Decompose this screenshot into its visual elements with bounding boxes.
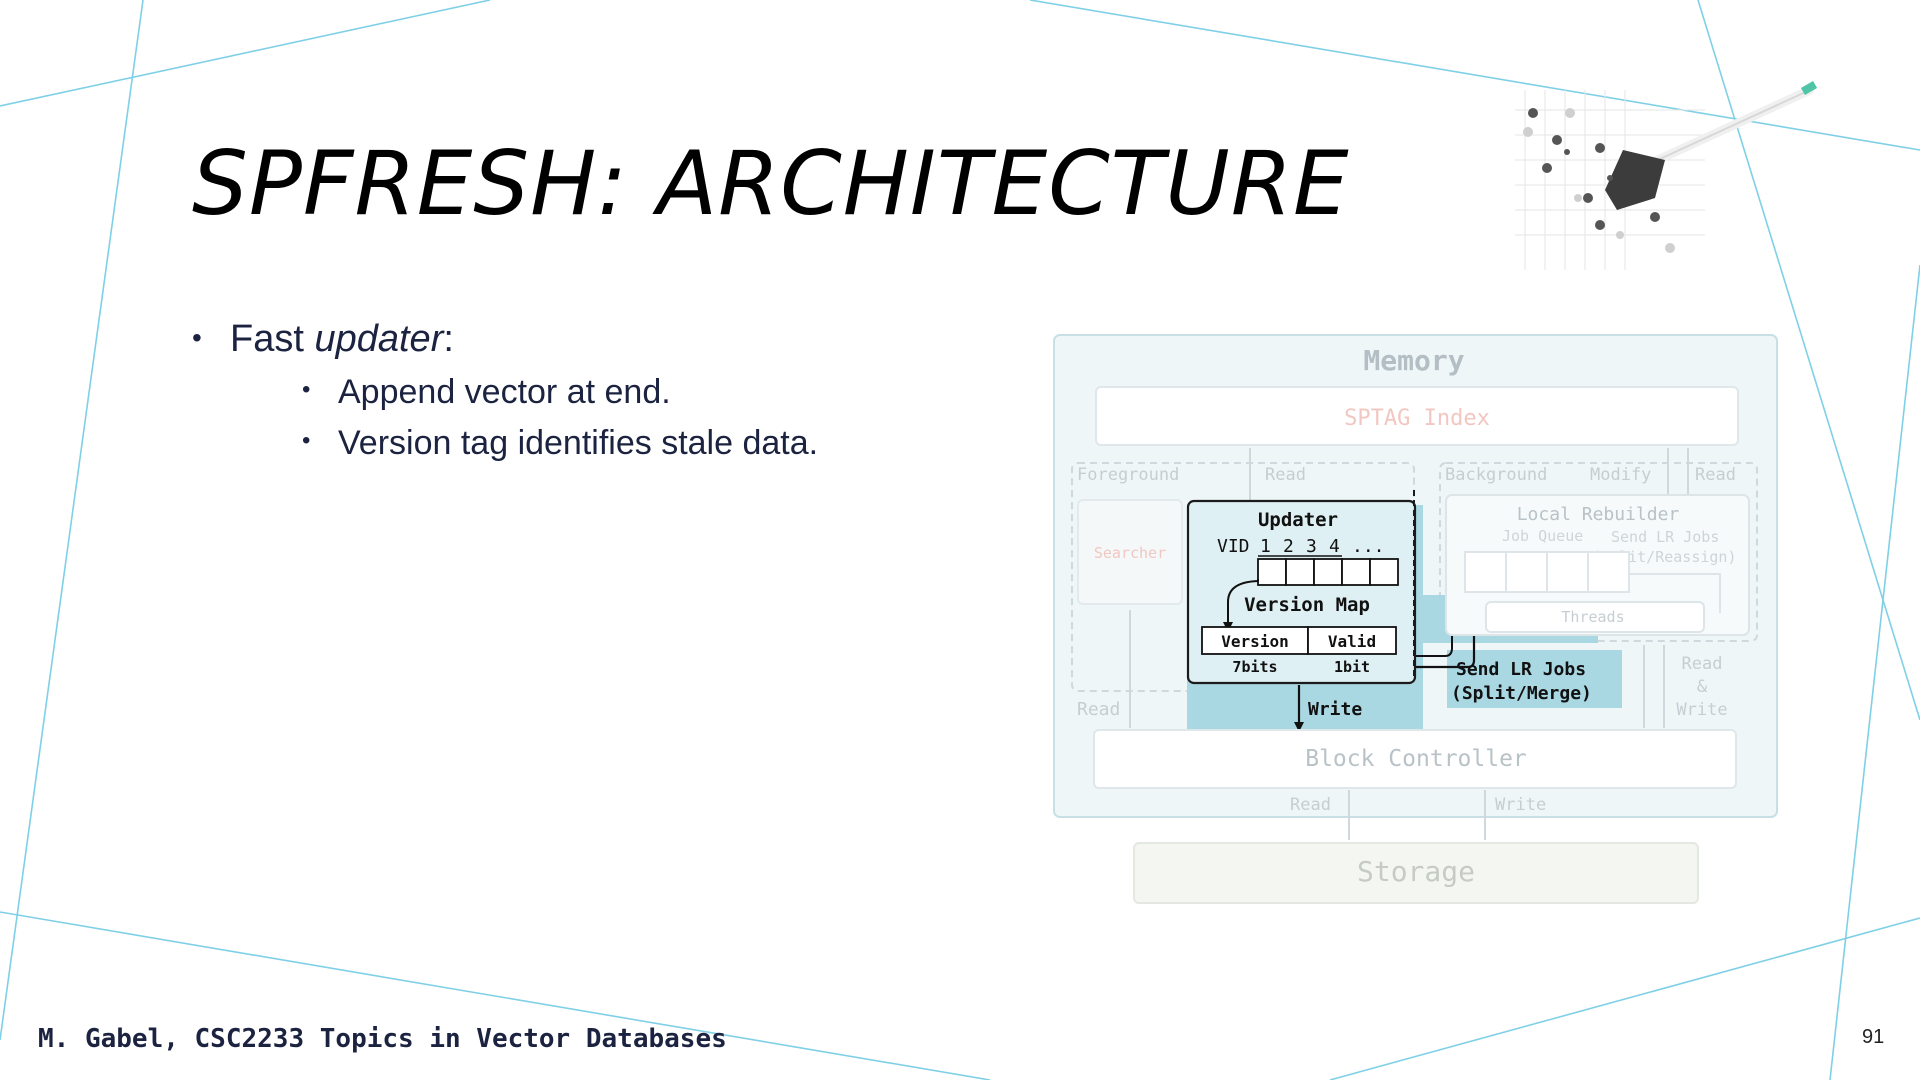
foreground-label: Foreground — [1077, 465, 1179, 485]
vid-cell — [1341, 558, 1371, 586]
read-label-rw: Read — [1682, 654, 1723, 674]
job-queue-label: Job Queue — [1502, 527, 1583, 545]
read-label-searcher: Read — [1077, 699, 1120, 720]
background-region — [1439, 462, 1758, 642]
local-rebuilder-label: Local Rebuilder — [1517, 504, 1680, 525]
sub-bullet-append: Append vector at end. — [302, 373, 818, 412]
block-controller-label: Block Controller — [1305, 746, 1527, 772]
bullet-fast-updater: Fast updater: — [192, 318, 818, 361]
sub-bullet-version-tag: Version tag identifies stale data. — [302, 424, 818, 463]
searcher-label: Searcher — [1094, 544, 1166, 562]
background-label: Background — [1445, 465, 1547, 485]
vid-cell — [1285, 558, 1315, 586]
write-label-updater: Write — [1308, 699, 1362, 720]
memory-label: Memory — [1363, 344, 1464, 377]
write-label-storage: Write — [1495, 795, 1546, 815]
bullet-prefix: Fast — [230, 318, 315, 360]
threads-label: Threads — [1561, 608, 1624, 626]
threads-box — [1485, 601, 1705, 633]
page-number: 91 — [1862, 1026, 1885, 1048]
storage-box — [1133, 842, 1699, 904]
vid-to-versionmap-arrow — [1227, 579, 1259, 626]
vid-cell — [1369, 558, 1399, 586]
version-label: Version — [1221, 632, 1288, 651]
vid-column-label: 4 — [1329, 536, 1340, 557]
vid-cell — [1257, 558, 1287, 586]
bullet-list: Fast updater: Append vector at end. Vers… — [192, 318, 818, 463]
shovel-digging-icon — [1515, 81, 1818, 270]
block-controller-box — [1093, 729, 1737, 789]
vid-column-label: 3 — [1306, 536, 1317, 557]
vid-cells — [1257, 558, 1399, 586]
footer-author-course: M. Gabel, CSC2233 Topics in Vector Datab… — [38, 1024, 727, 1054]
searcher-box — [1077, 499, 1183, 605]
read-label-fg: Read — [1265, 465, 1306, 485]
version-map-label: Version Map — [1244, 594, 1370, 616]
read-label-storage: Read — [1290, 795, 1331, 815]
slide-title: SPFRESH: ARCHITECTURE — [192, 132, 1350, 235]
sptag-index-box — [1095, 386, 1739, 446]
updater-label: Updater — [1258, 509, 1338, 531]
vid-label: VID — [1217, 536, 1250, 557]
vid-column-label: ... — [1352, 536, 1385, 557]
amp-label-rw: & — [1697, 677, 1708, 697]
read-label-bg: Read — [1695, 465, 1736, 485]
valid-cell — [1307, 626, 1397, 655]
architecture-diagram: Memory SPTAG Index Foreground Read Backg… — [1053, 334, 1778, 904]
bullet-emphasis: updater — [314, 318, 444, 360]
write-label-rw: Write — [1676, 700, 1727, 720]
bullet-suffix: : — [443, 318, 454, 360]
send-lr-jobs-arrow — [1416, 600, 1476, 669]
storage-label: Storage — [1357, 855, 1475, 888]
split-merge-label: (Split/Merge) — [1451, 683, 1592, 704]
send-lr-jobs-highlight — [1447, 650, 1622, 708]
bits7-label: 7bits — [1232, 658, 1277, 676]
sptag-index-label: SPTAG Index — [1344, 406, 1490, 431]
send-lr-jobs-top-label: Send LR Jobs — [1611, 528, 1719, 546]
send-lr-jobs-label: Send LR Jobs — [1456, 659, 1586, 680]
vid-column-label: 1 — [1260, 536, 1271, 557]
version-cell — [1201, 626, 1309, 655]
vid-cell — [1313, 558, 1343, 586]
job-queue-cells — [1464, 551, 1630, 593]
valid-label: Valid — [1328, 632, 1376, 651]
bit1-label: 1bit — [1334, 658, 1370, 676]
vid-column-label: 2 — [1283, 536, 1294, 557]
modify-label: Modify — [1590, 465, 1651, 485]
